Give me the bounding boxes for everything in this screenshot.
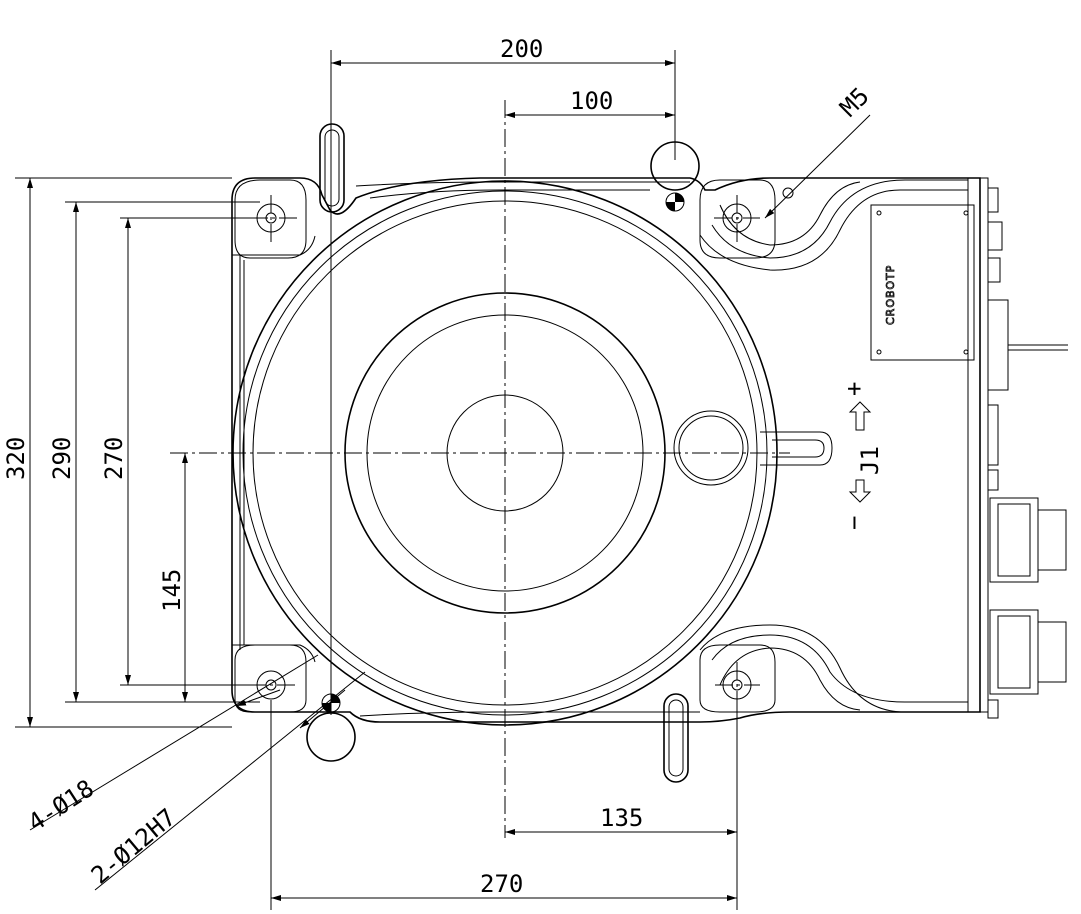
hole-4-d18-label: 4-Ø18 [23, 774, 99, 837]
dim-270-vertical-label: 270 [100, 437, 128, 480]
logo-text: CROBOTP [884, 265, 897, 325]
dim-135-label: 135 [600, 804, 643, 832]
dim-290-label: 290 [48, 437, 76, 480]
connector-lower-1 [989, 497, 1067, 583]
dim-320-label: 320 [2, 437, 30, 480]
dim-145-label: 145 [158, 569, 186, 612]
lug-top [319, 123, 345, 213]
j1-label: J1 [856, 446, 884, 475]
pin-bottom [306, 712, 356, 762]
j1-rotation-indicator: J1 + − [840, 382, 884, 530]
lug-bottom [663, 693, 689, 783]
center-lines [170, 100, 790, 838]
m5-hole [782, 187, 794, 199]
pin-mark-top [665, 192, 685, 212]
connectors [987, 187, 1068, 719]
j1-plus-arrow [848, 401, 872, 431]
j1-minus-label: − [840, 516, 868, 530]
logo-plate: CROBOTP [870, 204, 975, 361]
dimension-lines [27, 60, 871, 901]
lifting-lugs [319, 123, 689, 783]
j1-plus-label: + [840, 382, 868, 396]
dim-200-label: 200 [500, 35, 543, 63]
hole-2-d12h7-label: 2-Ø12H7 [86, 803, 181, 889]
locating-pins [306, 141, 700, 762]
dimension-labels: 200 100 M5 320 290 270 145 135 270 4-Ø18… [2, 35, 875, 898]
j1-minus-arrow [848, 479, 872, 503]
connector-lower-2 [989, 609, 1067, 695]
dim-100-label: 100 [570, 87, 613, 115]
dim-270-horizontal-label: 270 [480, 870, 523, 898]
extension-lines [15, 50, 738, 910]
